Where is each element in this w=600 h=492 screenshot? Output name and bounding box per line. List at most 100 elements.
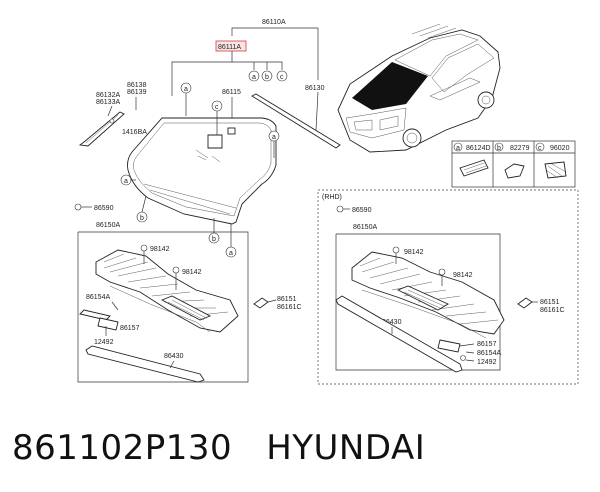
windshield-glass-inner bbox=[133, 122, 272, 217]
screw-1-icon bbox=[140, 244, 148, 252]
legend-part-a: 86124D bbox=[466, 145, 491, 152]
rhd-cowl-hatch bbox=[359, 257, 499, 325]
bracket-leader bbox=[111, 301, 119, 311]
seal-bottom-label: 86161C bbox=[277, 304, 302, 311]
rhd-screw-1-label: 98142 bbox=[404, 249, 424, 256]
glass-leader-left bbox=[171, 51, 233, 96]
seal-top-label: 86151 bbox=[277, 296, 297, 303]
rear-view-mount bbox=[227, 127, 236, 135]
rhd-cowl-flap bbox=[396, 285, 449, 311]
left-weatherstrip-part bbox=[85, 345, 205, 383]
screw-1-label: 98142 bbox=[150, 246, 170, 253]
nut-label: 12492 bbox=[94, 339, 114, 346]
windshield-glass-highlight bbox=[215, 40, 247, 52]
callout-a-bottom-text: a bbox=[229, 250, 233, 257]
garnish-leader bbox=[315, 91, 319, 131]
fastener-b-label: 86139 bbox=[127, 89, 147, 96]
part-number: 861102P130 bbox=[12, 428, 233, 468]
diagram-canvas: 86110A 86111A a b c 86115 86130 86132A 8… bbox=[74, 19, 579, 385]
rhd-seal-top-label: 86151 bbox=[540, 299, 560, 306]
legend-letter-c: c bbox=[538, 145, 542, 152]
rhd-weatherstrip-label: 86430 bbox=[382, 319, 402, 326]
legend-shape-a bbox=[459, 159, 489, 177]
rhd-bracket-label: 86154A bbox=[477, 350, 501, 357]
legend-letter-b: b bbox=[497, 145, 501, 152]
screw-2-icon bbox=[172, 266, 180, 274]
callout-b-left-text: b bbox=[140, 215, 144, 222]
windshield-glass bbox=[127, 117, 277, 225]
rhd-cover-part bbox=[437, 339, 461, 353]
grommet-label: 86590 bbox=[94, 205, 114, 212]
rhd-screw-2-label: 98142 bbox=[453, 272, 473, 279]
callout-b-bottom-text: b bbox=[212, 236, 216, 243]
seal-leader bbox=[267, 299, 277, 303]
rhd-cover-label: 86157 bbox=[477, 341, 497, 348]
rhd-screw-2-icon bbox=[438, 268, 446, 276]
rhd-cowl-lower-edge bbox=[361, 289, 487, 339]
rhd-group-box bbox=[317, 189, 579, 385]
vehicle-illustration bbox=[337, 23, 501, 153]
glass-hatch bbox=[143, 183, 237, 215]
weatherstrip-label: 86430 bbox=[164, 353, 184, 360]
seal-part bbox=[253, 297, 269, 309]
legend-part-b: 82279 bbox=[510, 145, 530, 152]
left-cowl-hatch bbox=[103, 253, 229, 317]
clip-label: 1416BA bbox=[122, 129, 147, 136]
rhd-weatherstrip-part bbox=[335, 295, 463, 373]
callout-a-glass-text: a bbox=[184, 86, 188, 93]
parts-diagram: 86110A 86111A a b c 86115 86130 86132A 8… bbox=[74, 19, 579, 385]
legend-letter-a: a bbox=[456, 145, 460, 152]
molding-left-label: 86132A bbox=[96, 92, 120, 99]
legend-shape-b bbox=[504, 163, 525, 179]
left-group-box bbox=[77, 231, 249, 383]
callout-a-left-text: a bbox=[124, 178, 128, 185]
rhd-nut-icon bbox=[460, 355, 466, 361]
sensor-base-part bbox=[207, 134, 223, 149]
callout-a-top bbox=[248, 70, 260, 82]
rhd-seal-bottom-label: 86161C bbox=[540, 307, 565, 314]
left-cowl-panel bbox=[95, 249, 239, 333]
glass-reflection bbox=[195, 149, 221, 163]
rhd-inner-box bbox=[335, 233, 501, 371]
callout-b-top-text: b bbox=[265, 74, 269, 81]
weatherstrip-leader bbox=[169, 360, 175, 369]
callout-a-top-text: a bbox=[252, 74, 256, 81]
callout-b-left-leader bbox=[141, 195, 147, 213]
left-molding-clip bbox=[109, 118, 115, 124]
rhd-nut-leader bbox=[465, 359, 475, 362]
screw-2-label: 98142 bbox=[182, 269, 202, 276]
rhd-nut-label: 12492 bbox=[477, 359, 497, 366]
rhd-grommet-icon bbox=[336, 205, 344, 213]
callout-c-top bbox=[276, 70, 288, 82]
glass-leader-right bbox=[232, 61, 283, 70]
legend-part-c: 96020 bbox=[550, 145, 570, 152]
fastener-a-label: 86138 bbox=[127, 82, 147, 89]
main-assy-leader bbox=[231, 27, 319, 80]
garnish-label: 86130 bbox=[305, 85, 325, 92]
rhd-cowl-panel bbox=[351, 251, 505, 335]
rhd-bracket-leader bbox=[465, 351, 475, 354]
brand-name: HYUNDAI bbox=[266, 428, 426, 468]
left-cowl-flap-hatch bbox=[167, 299, 207, 321]
callout-b-top bbox=[261, 70, 273, 82]
rhd-cowl-panel-label: 86150A bbox=[353, 224, 377, 231]
main-assy-label: 86110A bbox=[262, 19, 286, 26]
left-cowl-lower-edge bbox=[109, 285, 211, 333]
cover-part bbox=[97, 317, 119, 331]
legend-table: a 86124D b 82279 c 96020 bbox=[451, 140, 576, 188]
rhd-cowl-flap-hatch bbox=[403, 289, 445, 309]
bracket-label: 86154A bbox=[86, 294, 110, 301]
windshield-glass-label: 86111A bbox=[218, 44, 241, 51]
cowl-panel-label: 86150A bbox=[96, 222, 120, 229]
molding-left-alt-label: 86133A bbox=[96, 99, 120, 106]
left-bracket-part bbox=[79, 309, 111, 321]
rhd-screw-1-icon bbox=[392, 246, 400, 254]
garnish-strip bbox=[251, 93, 341, 149]
left-cowl-flap bbox=[160, 295, 212, 321]
molding-leader bbox=[107, 105, 113, 117]
rear-view-base-label: 86115 bbox=[222, 89, 241, 96]
callout-c-top-text: c bbox=[280, 74, 284, 81]
rhd-seal-part bbox=[517, 297, 533, 309]
rhd-grommet-label: 86590 bbox=[352, 207, 372, 214]
rhd-cover-leader bbox=[459, 343, 475, 347]
